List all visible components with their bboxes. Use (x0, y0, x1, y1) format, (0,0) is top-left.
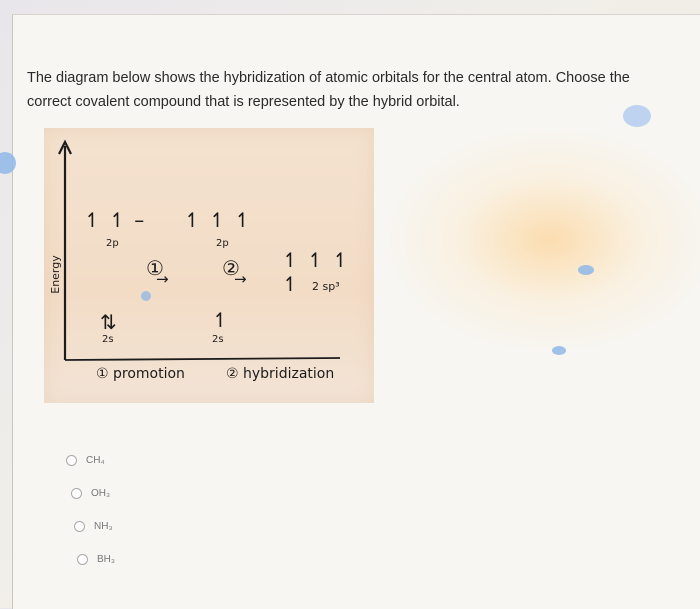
radio-button[interactable] (66, 455, 77, 466)
answer-option-ch4[interactable]: CH₄ (66, 444, 115, 477)
reflection-dot (141, 291, 151, 301)
left-2p-label: 2p (106, 238, 119, 249)
baseline-line (64, 357, 341, 361)
step1-marker: ① (146, 256, 164, 280)
left-2p-arrows: ↿ ↿ – (84, 208, 146, 232)
option-label: BH₃ (97, 554, 115, 565)
reflection-dot (552, 346, 566, 355)
middle-2s-arrows: ↿ (212, 308, 229, 332)
middle-2s-label: 2s (212, 334, 224, 345)
step2-caption: ② hybridization (226, 366, 335, 382)
option-label: OH₃ (91, 488, 111, 499)
left-2s-arrows: ⇅ (100, 310, 117, 334)
question-text: The diagram below shows the hybridizatio… (27, 66, 692, 114)
radio-button[interactable] (74, 521, 85, 532)
reflection-dot (0, 152, 16, 174)
middle-2p-label: 2p (216, 238, 229, 249)
question-line-1: The diagram below shows the hybridizatio… (27, 70, 630, 86)
diagram-axes (58, 139, 341, 361)
middle-2p-arrows: ↿ ↿ ↿ (184, 208, 252, 232)
answer-option-nh3[interactable]: NH₃ (74, 510, 115, 543)
reflection-dot (623, 105, 651, 127)
question-line-2: correct covalent compound that is repres… (27, 94, 460, 110)
hybrid-sp3-label: 2 sp³ (312, 280, 340, 293)
option-label: NH₃ (94, 521, 113, 532)
left-2s-label: 2s (102, 334, 114, 345)
step1-caption: ① promotion (96, 366, 185, 382)
option-label: CH₄ (86, 455, 105, 466)
energy-axis-arrowhead (58, 139, 72, 155)
hybridization-diagram: Energy ↿ ↿ – 2p ↿ ↿ ↿ 2p ① → ② → ↿ ↿ ↿ ↿… (44, 128, 374, 403)
answer-options: CH₄ OH₃ NH₃ BH₃ (66, 444, 115, 576)
step2-arrow: → (234, 270, 247, 288)
hybrid-sp3-arrows: ↿ ↿ ↿ ↿ (282, 248, 350, 296)
answer-option-oh3[interactable]: OH₃ (71, 477, 115, 510)
radio-button[interactable] (77, 554, 88, 565)
answer-option-bh3[interactable]: BH₃ (77, 543, 115, 576)
radio-button[interactable] (71, 488, 82, 499)
step1-arrow: → (156, 270, 169, 288)
energy-label: Energy (48, 255, 62, 294)
reflection-dot (578, 265, 594, 275)
step2-marker: ② (222, 256, 240, 280)
